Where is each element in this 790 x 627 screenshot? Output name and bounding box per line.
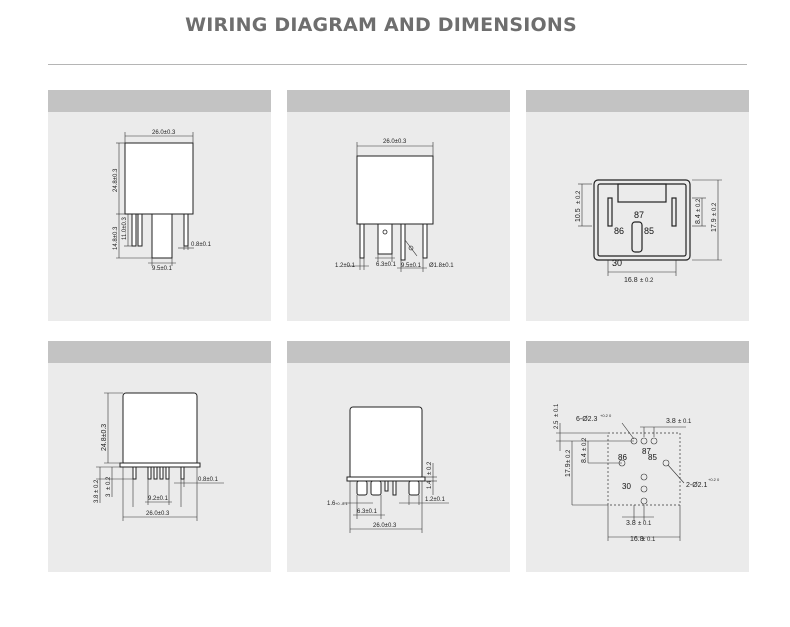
height-label: 24.8±0.3 (101, 424, 108, 451)
panel-header-bar (287, 341, 510, 363)
bottom-spacing-label: 3.8 (626, 520, 636, 527)
pin (131, 213, 137, 247)
pin-long-label: 3.8 (94, 494, 100, 503)
width-label: 26.0±0.3 (146, 511, 170, 517)
hole (640, 473, 648, 481)
pin-layout-drawing: 87 86 85 30 10.5 ± 0.2 8.4 ± 0.2 17.9 ± … (575, 179, 722, 284)
tab-width-label: 6.3±0.1 (376, 262, 397, 268)
bottom-dim-tol: ± 0.2 (640, 278, 654, 284)
pin-87-label: 87 (642, 447, 651, 456)
panel-pin-layout: 87 86 85 30 10.5 ± 0.2 8.4 ± 0.2 17.9 ± … (526, 90, 749, 321)
top-spacing-tol: ± 0.1 (678, 419, 692, 425)
right-dim2-label: 17.9 (711, 218, 718, 232)
panel-header-bar (48, 90, 271, 112)
panel-header-bar (526, 341, 749, 363)
pcb-side-drawing: 24.8±0.3 3.8 ± 0.2 3 ± 0.2 0.8±0.1 9.2±0… (94, 392, 224, 521)
bottom-spacing-tol: ± 0.1 (638, 521, 652, 527)
relay-body (356, 155, 434, 225)
panel-side-view: 26.0±0.3 24.8±0.3 14.8±0.3 11.0±0.3 0.8±… (48, 90, 271, 321)
relay-base-outline (593, 179, 691, 261)
pin-thick-label: 1.2±0.1 (335, 263, 356, 269)
pin-pitch-label: 9.5±0.1 (152, 266, 173, 272)
height-label: 24.8±0.3 (113, 168, 119, 192)
pin-short-label: 3 (106, 493, 112, 497)
relay-body (122, 392, 198, 466)
holes-label: 6-Ø2.3 (576, 416, 598, 423)
relay-body (124, 142, 194, 215)
pin-85-label: 85 (644, 226, 654, 236)
pin-thick-label: 1.2±0.1 (425, 497, 446, 503)
tab-width-label: 6.3±0.1 (357, 509, 378, 515)
panel-pcb-tab: 1.4 ± 0.2 1.6 +0 -0.1 1.2±0.1 6.3±0.1 26… (287, 341, 510, 572)
width-tol: ± 0.1 (642, 537, 656, 543)
relay-body (349, 406, 423, 480)
pin (183, 213, 189, 247)
pin-86-label: 86 (614, 226, 624, 236)
pcb-tab-drawing: 1.4 ± 0.2 1.6 +0 -0.1 1.2±0.1 6.3±0.1 26… (327, 406, 449, 533)
pin-30-label: 30 (622, 482, 631, 491)
width-label: 26.0±0.3 (152, 130, 176, 136)
panel-header-bar (526, 90, 749, 112)
pin-pitch-label: 9.5±0.1 (401, 263, 422, 269)
pin-thick-label: 0.8±0.1 (191, 242, 212, 248)
pcb-layout-drawing: 87 86 85 30 6-Ø2.3 +0.2 0 3.8 ± 0.1 2.5 … (554, 403, 720, 543)
hole (662, 459, 670, 467)
pin-inner-label: 11.0±0.3 (122, 216, 128, 240)
height-total-label: 17.9 (565, 463, 572, 477)
pin (137, 213, 143, 247)
side-view-drawing: 26.0±0.3 24.8±0.3 14.8±0.3 11.0±0.3 0.8±… (113, 130, 212, 272)
left-thick-tol: +0 -0.1 (335, 501, 348, 506)
pin (151, 213, 173, 259)
panel-header-bar (48, 341, 271, 363)
pin (400, 223, 406, 261)
panel-pcb-layout: 87 86 85 30 6-Ø2.3 +0.2 0 3.8 ± 0.1 2.5 … (526, 341, 749, 572)
offset-tol: ± 0.1 (554, 403, 560, 417)
offset-label: 2.5 (554, 420, 560, 429)
right-dim1-label: 8.4 (695, 214, 702, 224)
holes2-tol: +0.2 0 (708, 477, 720, 482)
left-dim-label: 10.5 (575, 208, 582, 222)
pin-85-label: 85 (648, 453, 657, 462)
right-dim1-tol: ± 0.2 (696, 198, 702, 212)
hole-label: Ø1.8±0.1 (429, 263, 454, 269)
right-dim2-tol: ± 0.2 (712, 202, 718, 216)
pin (359, 223, 365, 259)
pin-short-tol: ± 0.2 (106, 476, 112, 490)
bottom-dim-label: 16.8 (624, 277, 638, 284)
page-title: WIRING DIAGRAM AND DIMENSIONS (185, 14, 577, 36)
pin-pitch-label: 9.2±0.1 (148, 496, 169, 502)
pin-height-label: 1.4 (427, 480, 433, 489)
pin-30-label: 30 (612, 258, 622, 268)
pin-87-label: 87 (634, 210, 644, 220)
left-dim-tol: ± 0.2 (576, 190, 582, 204)
pin-thick-label: 0.8±0.1 (198, 477, 219, 483)
tab-pin (377, 223, 393, 255)
panel-pcb-side: 24.8±0.3 3.8 ± 0.2 3 ± 0.2 0.8±0.1 9.2±0… (48, 341, 271, 572)
holes-tol: +0.2 0 (600, 413, 612, 418)
pin-long-tol: ± 0.2 (94, 479, 100, 493)
width-label: 16.8 (630, 536, 644, 543)
panel-header-bar (287, 90, 510, 112)
tab-view-drawing: 26.0±0.3 6.3±0.1 1.2±0.1 9.5±0.1 Ø1.8±0.… (335, 139, 454, 272)
top-spacing-label: 3.8 (666, 418, 676, 425)
hole (640, 497, 648, 505)
left-thick-label: 1.6 (327, 501, 336, 507)
pin-height-tol: ± 0.2 (427, 461, 433, 475)
height-mid-tol: ± 0.2 (582, 437, 588, 451)
hole (640, 437, 648, 445)
hole (650, 437, 658, 445)
panel-tab-view: 26.0±0.3 6.3±0.1 1.2±0.1 9.5±0.1 Ø1.8±0.… (287, 90, 510, 321)
height-mid-label: 8.4 (581, 453, 588, 463)
holes2-label: 2-Ø2.1 (686, 482, 708, 489)
height-total-tol: ± 0.2 (566, 449, 572, 463)
width-label: 26.0±0.3 (373, 523, 397, 529)
title-divider (48, 64, 747, 65)
pin-86-label: 86 (618, 453, 627, 462)
pin (422, 223, 428, 259)
width-label: 26.0±0.3 (383, 139, 407, 145)
pin-length-label: 14.8±0.3 (113, 226, 119, 250)
hole (640, 485, 648, 493)
